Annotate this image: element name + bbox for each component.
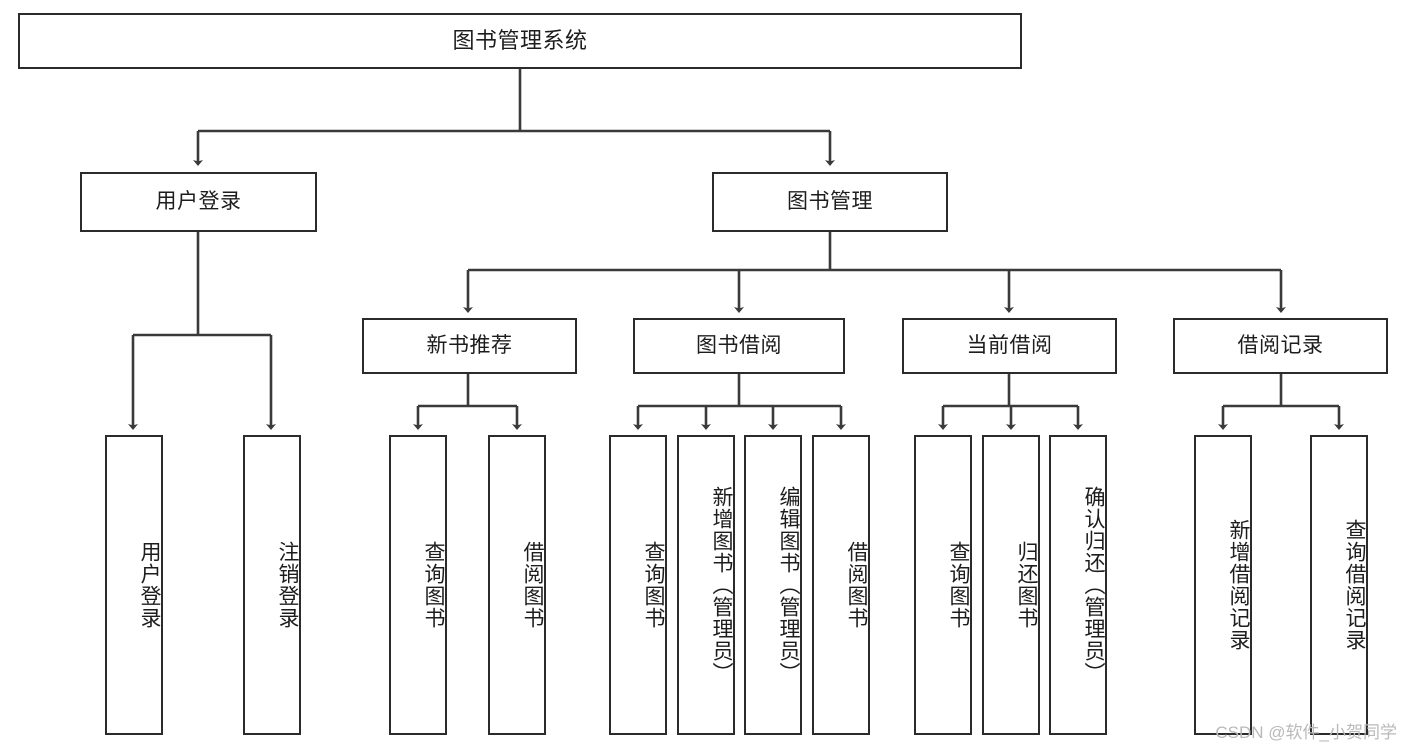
- node-leaf-logout-login[interactable]: 注销登录: [243, 435, 301, 735]
- node-label: 用户登录: [155, 189, 242, 213]
- node-book-borrow[interactable]: 图书借阅: [633, 318, 845, 374]
- node-leaf-borrow-book-2[interactable]: 借阅图书: [812, 435, 870, 735]
- node-label: 确认归还（管理员）: [1082, 486, 1105, 684]
- node-borrow-record[interactable]: 借阅记录: [1173, 318, 1388, 374]
- watermark-text: CSDN @软件_小贺同学: [1215, 723, 1397, 742]
- node-new-book-recommend[interactable]: 新书推荐: [362, 318, 577, 374]
- node-label: 新书推荐: [426, 333, 513, 357]
- node-root-system[interactable]: 图书管理系统: [18, 13, 1022, 69]
- node-leaf-add-book-admin[interactable]: 新增图书（管理员）: [677, 435, 735, 735]
- node-label: 图书借阅: [696, 333, 782, 357]
- node-label: 用户登录: [138, 541, 161, 629]
- node-leaf-return-book[interactable]: 归还图书: [982, 435, 1040, 735]
- node-leaf-borrow-book-1[interactable]: 借阅图书: [488, 435, 546, 735]
- node-book-management[interactable]: 图书管理: [712, 172, 948, 232]
- node-label: 借阅图书: [521, 541, 544, 629]
- node-label: 编辑图书（管理员）: [777, 486, 800, 684]
- node-leaf-user-login[interactable]: 用户登录: [105, 435, 163, 735]
- node-leaf-query-borrow-record[interactable]: 查询借阅记录: [1310, 435, 1368, 735]
- node-label: 查询图书: [947, 541, 970, 629]
- node-leaf-query-book-1[interactable]: 查询图书: [389, 435, 447, 735]
- node-leaf-query-book-3[interactable]: 查询图书: [914, 435, 972, 735]
- node-label: 借阅记录: [1237, 333, 1324, 357]
- node-label: 新增图书（管理员）: [710, 486, 733, 684]
- node-leaf-query-book-2[interactable]: 查询图书: [609, 435, 667, 735]
- node-label: 归还图书: [1015, 541, 1038, 629]
- node-label: 当前借阅: [966, 333, 1053, 357]
- node-label: 图书管理系统: [452, 28, 588, 54]
- node-label: 查询图书: [422, 541, 445, 629]
- node-label: 查询借阅记录: [1343, 519, 1366, 651]
- node-label: 新增借阅记录: [1227, 519, 1250, 651]
- node-leaf-edit-book-admin[interactable]: 编辑图书（管理员）: [744, 435, 802, 735]
- node-current-borrow[interactable]: 当前借阅: [902, 318, 1117, 374]
- node-label: 借阅图书: [845, 541, 868, 629]
- node-leaf-confirm-return-admin[interactable]: 确认归还（管理员）: [1049, 435, 1107, 735]
- node-user-login[interactable]: 用户登录: [80, 172, 317, 232]
- node-label: 图书管理: [787, 189, 873, 213]
- node-label: 查询图书: [642, 541, 665, 629]
- node-leaf-add-borrow-record[interactable]: 新增借阅记录: [1194, 435, 1252, 735]
- node-label: 注销登录: [276, 541, 299, 629]
